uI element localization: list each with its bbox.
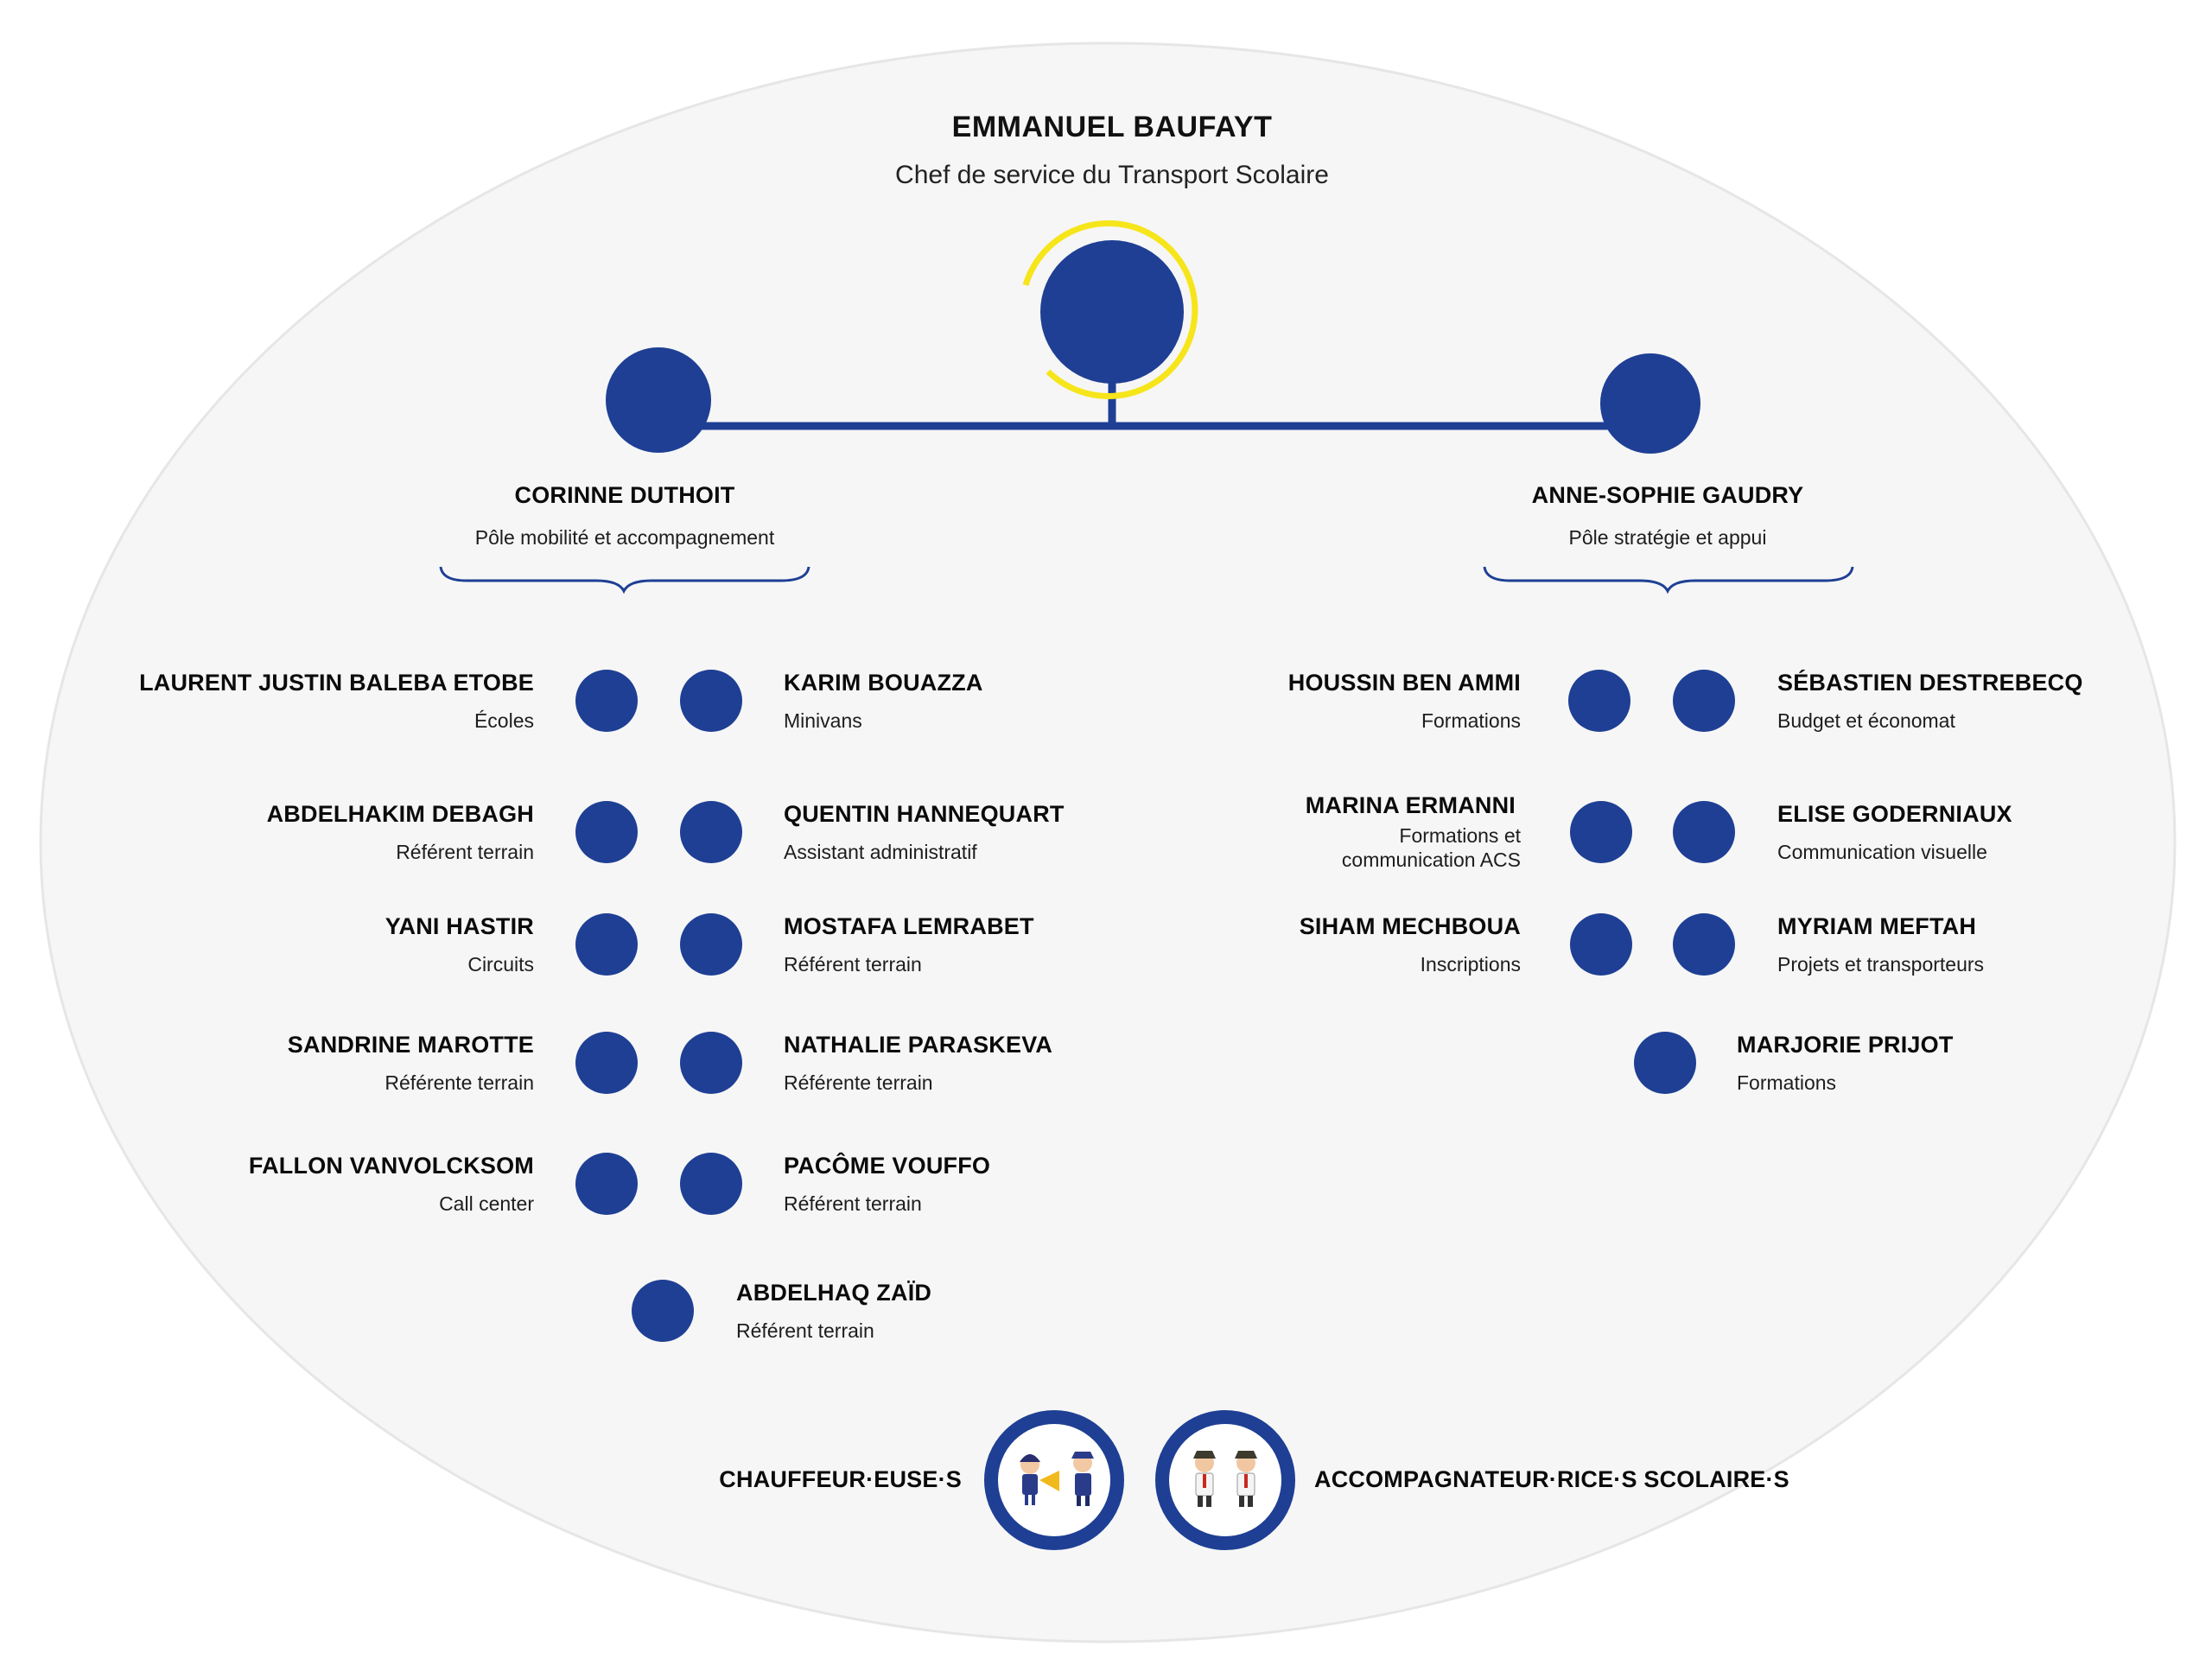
member-role: Assistant administratif — [784, 841, 977, 863]
group-label-escorts: ACCOMPAGNATEUR·RICE·S SCOLAIRE·S — [1314, 1466, 1789, 1492]
avatar-destrebecq — [1673, 670, 1735, 732]
avatar-hastir — [575, 913, 638, 976]
avatar-vanvolcksom — [575, 1153, 638, 1215]
avatar-bouazza — [680, 670, 742, 732]
member-role: Référent terrain — [784, 1192, 922, 1215]
avatar-zaid — [632, 1280, 694, 1342]
member-role: Formations et communication ACS — [1341, 824, 1521, 871]
member-role: Inscriptions — [1420, 953, 1521, 976]
member-role: Call center — [439, 1192, 534, 1215]
member-role: Formations — [1421, 709, 1521, 732]
pole-name-right: ANNE-SOPHIE GAUDRY — [1531, 482, 1804, 508]
member-name: YANI HASTIR — [385, 913, 534, 939]
director-highlight-ring — [1022, 220, 1198, 399]
member-name: PACÔME VOUFFO — [784, 1153, 991, 1179]
member-name: MOSTAFA LEMRABET — [784, 913, 1034, 939]
member-name: ELISE GODERNIAUX — [1777, 801, 2012, 827]
pole-avatar-corinne — [606, 347, 711, 453]
group-label-drivers: CHAUFFEUR·EUSE·S — [719, 1466, 962, 1492]
avatar-marotte — [575, 1032, 638, 1094]
avatar-vouffo — [680, 1153, 742, 1215]
member-name: FALLON VANVOLCKSOM — [248, 1153, 534, 1179]
member-name: SÉBASTIEN DESTREBECQ — [1777, 670, 2083, 696]
member-name: ABDELHAQ ZAÏD — [736, 1280, 932, 1306]
pole-avatar-anne-sophie — [1600, 353, 1700, 454]
member-role: Projets et transporteurs — [1777, 953, 1985, 976]
member-name: HOUSSIN BEN AMMI — [1287, 670, 1521, 696]
member-name: MARINA ERMANNI — [1305, 792, 1516, 818]
member-role: Écoles — [474, 709, 534, 732]
member-role: Circuits — [467, 953, 534, 976]
director-avatar — [1040, 240, 1184, 384]
avatar-goderniaux — [1673, 801, 1735, 863]
member-role: Budget et économat — [1777, 709, 1955, 732]
member-role: Formations — [1737, 1071, 1837, 1094]
avatar-meftah — [1673, 913, 1735, 976]
member-role: Référent terrain — [396, 841, 534, 863]
member-name: QUENTIN HANNEQUART — [784, 801, 1065, 827]
pole-role-right: Pôle stratégie et appui — [1568, 526, 1767, 549]
avatar-mechboua — [1570, 913, 1632, 976]
bus-drivers-illustration — [984, 1410, 1124, 1550]
pole-name-left: CORINNE DUTHOIT — [514, 482, 735, 508]
avatar-paraskeva — [680, 1032, 742, 1094]
school-escorts-illustration — [1155, 1410, 1295, 1550]
avatar-hannequart — [680, 801, 742, 863]
member-role: Minivans — [784, 709, 862, 732]
director-name: EMMANUEL BAUFAYT — [951, 111, 1273, 143]
avatar-lemrabet — [680, 913, 742, 976]
pole-role-left: Pôle mobilité et accompagnement — [474, 526, 775, 549]
director-role: Chef de service du Transport Scolaire — [895, 161, 1329, 189]
member-role: Référent terrain — [784, 953, 922, 976]
member-name: KARIM BOUAZZA — [784, 670, 983, 696]
member-name: SIHAM MECHBOUA — [1299, 913, 1521, 939]
member-name: SANDRINE MAROTTE — [287, 1032, 534, 1058]
member-name: MARJORIE PRIJOT — [1737, 1032, 1954, 1058]
member-role: Référente terrain — [385, 1071, 534, 1094]
member-role: Référent terrain — [736, 1319, 874, 1342]
member-role: Référente terrain — [784, 1071, 933, 1094]
avatar-ermanni — [1570, 801, 1632, 863]
avatar-debagh — [575, 801, 638, 863]
member-role: Communication visuelle — [1777, 841, 1987, 863]
member-name: MYRIAM MEFTAH — [1777, 913, 1977, 939]
avatar-baleba-etobe — [575, 670, 638, 732]
brace-left — [439, 566, 810, 594]
member-name: ABDELHAKIM DEBAGH — [266, 801, 534, 827]
avatar-ben-ammi — [1568, 670, 1630, 732]
member-name: NATHALIE PARASKEVA — [784, 1032, 1053, 1058]
avatar-prijot — [1634, 1032, 1696, 1094]
brace-right — [1483, 566, 1854, 594]
member-name: LAURENT JUSTIN BALEBA ETOBE — [139, 670, 534, 696]
